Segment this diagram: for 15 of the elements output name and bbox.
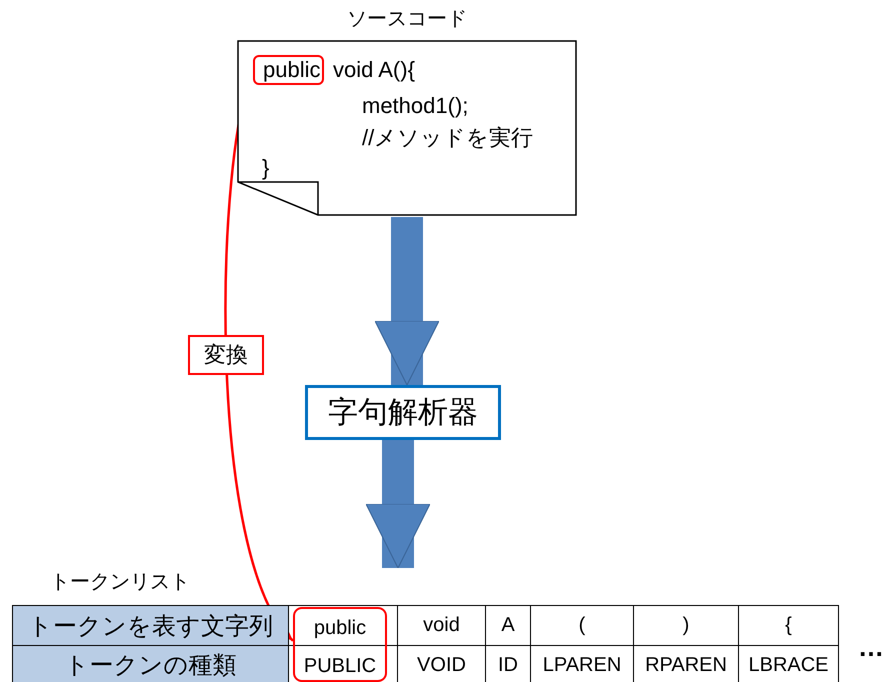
ellipsis-mark: …: [858, 632, 884, 663]
row-header: トークンを表す文字列: [12, 605, 289, 646]
code-line: method1();: [362, 93, 468, 119]
highlight-box: public: [253, 55, 324, 85]
table-cell-text: public: [312, 617, 368, 640]
process-box: 字句解析器: [305, 385, 501, 440]
table-cell-text: PUBLIC: [302, 655, 378, 678]
row-header: トークンの種類: [12, 645, 289, 682]
document-title: ソースコード: [346, 7, 468, 32]
table-cell: {: [738, 605, 839, 646]
code-line: }: [262, 155, 270, 181]
edge-label: 変換: [188, 335, 264, 376]
code-line: //メソッドを実行: [362, 124, 534, 152]
code-line: void A(){: [333, 57, 415, 83]
table-title: トークンリスト: [50, 570, 190, 595]
